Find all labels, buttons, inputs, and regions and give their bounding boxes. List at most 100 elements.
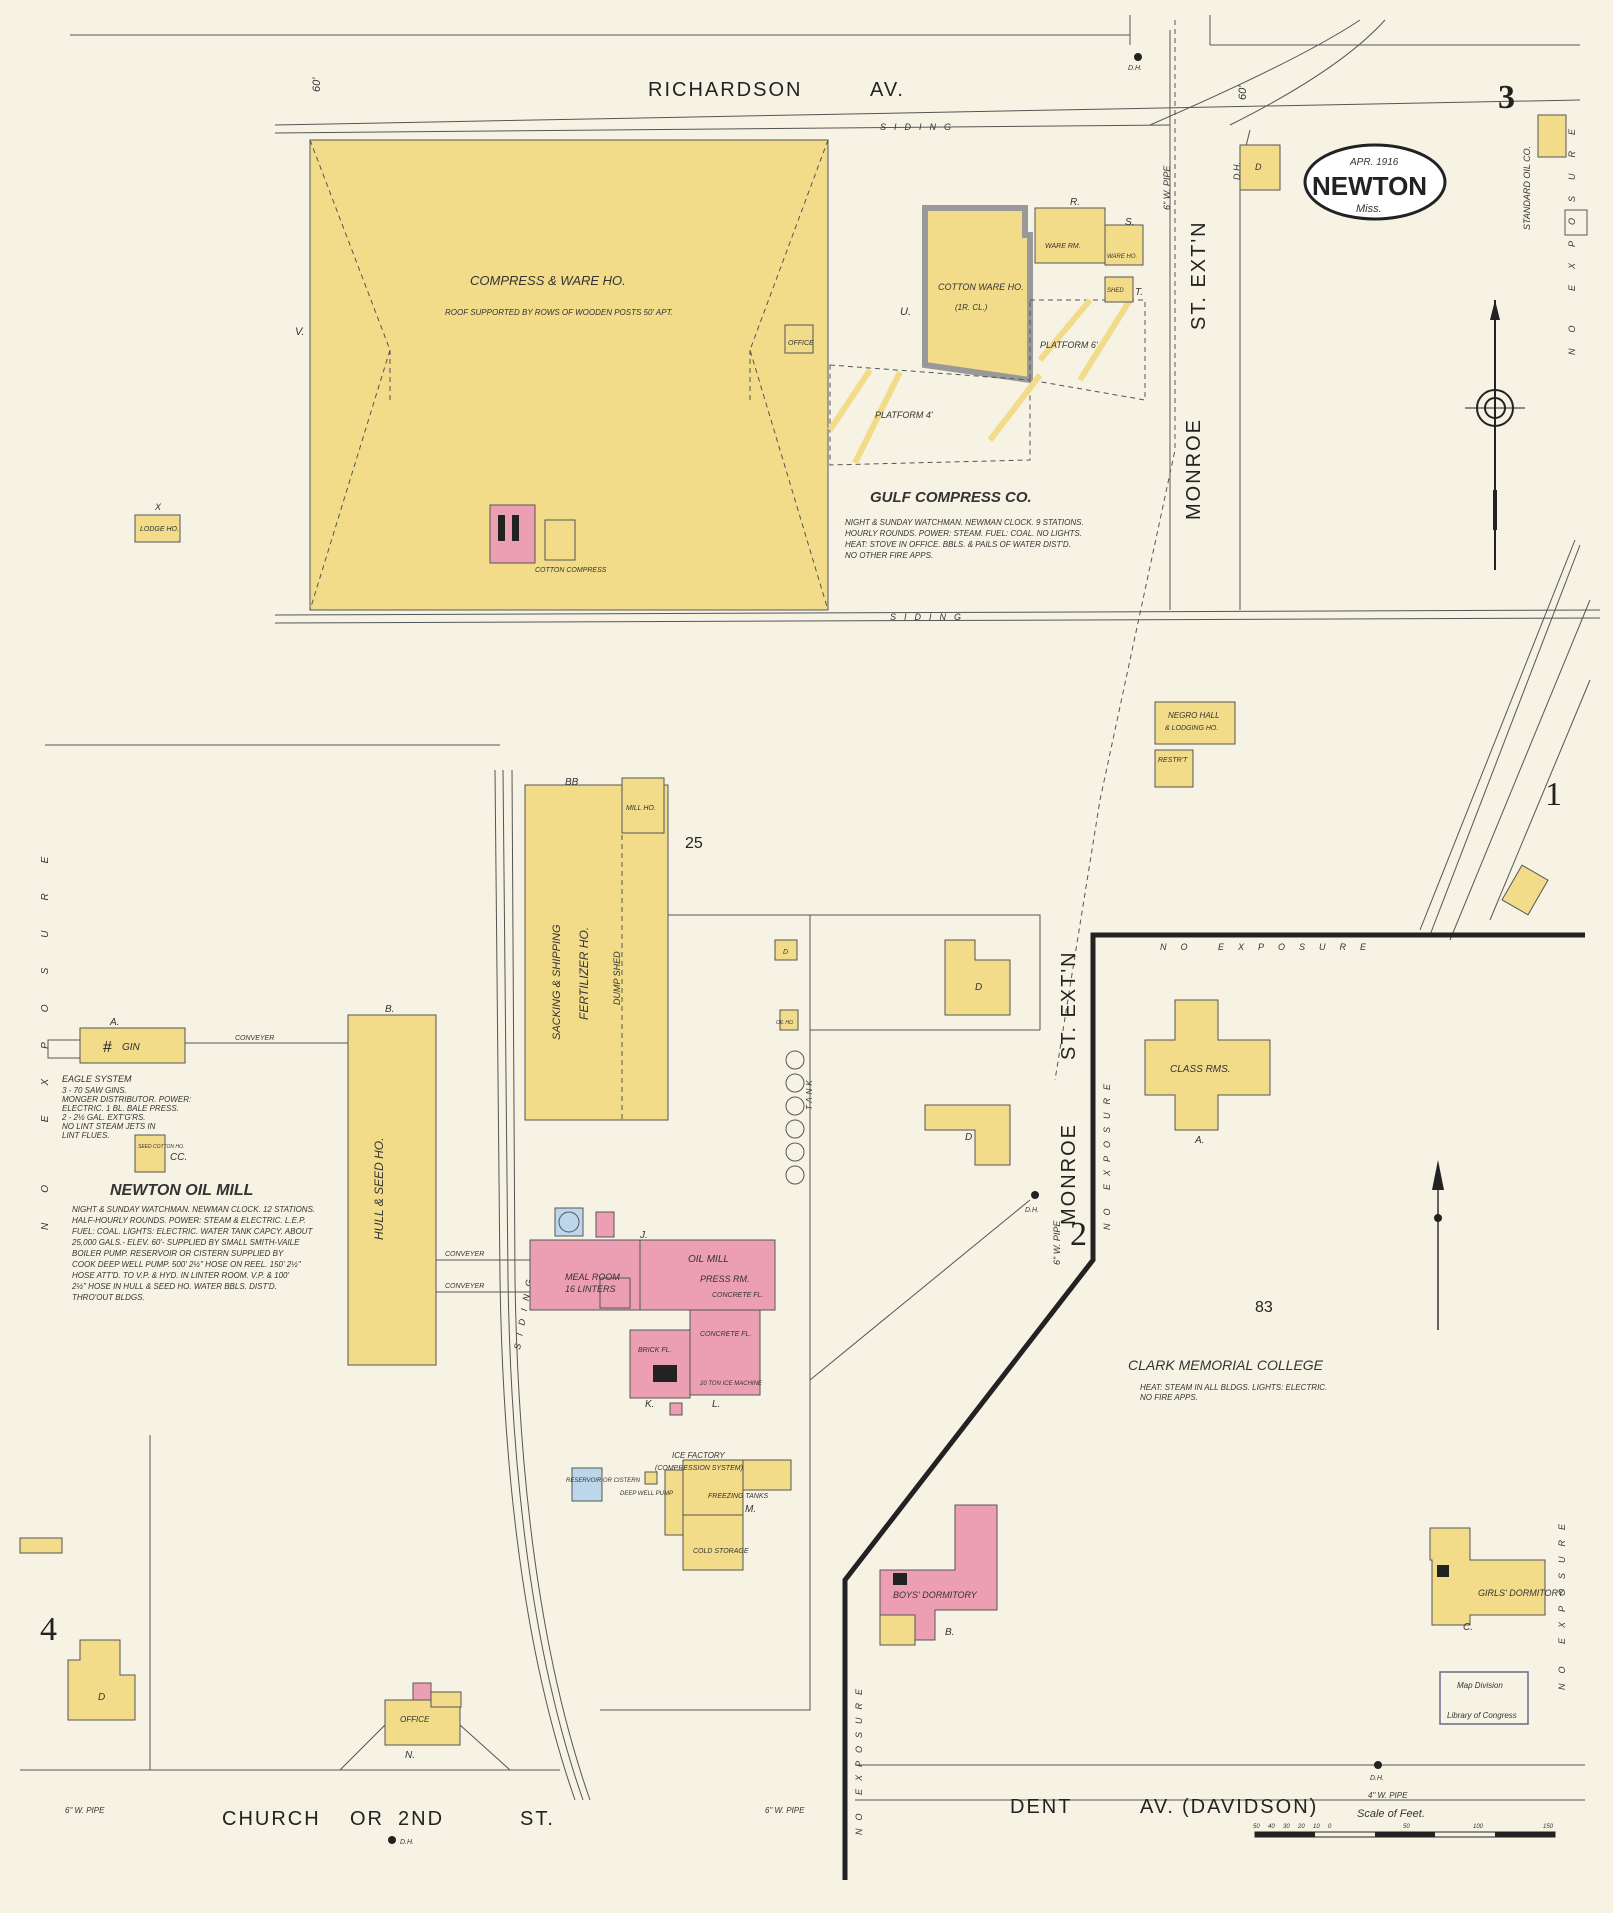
class-rms-label: CLASS RMS. bbox=[1170, 1064, 1231, 1075]
street-dent-davidson: (DAVIDSON) bbox=[1182, 1796, 1318, 1818]
adjoining-page-4: 4 bbox=[40, 1611, 57, 1648]
hydrant-marker bbox=[1374, 1761, 1382, 1769]
platform-4 bbox=[829, 364, 1031, 466]
block-number-25: 25 bbox=[685, 835, 703, 852]
clark-notes-line: HEAT: STEAM IN ALL BLDGS. LIGHTS: ELECTR… bbox=[1140, 1383, 1327, 1392]
oil-house bbox=[779, 1009, 799, 1031]
siding-label: SIDING bbox=[890, 612, 969, 622]
title-oval bbox=[1303, 143, 1447, 221]
mark-u: U. bbox=[900, 306, 911, 318]
restaurant bbox=[1154, 749, 1194, 788]
fertilizer-house bbox=[524, 784, 669, 1121]
dwelling-mark: D bbox=[1255, 162, 1262, 172]
street-monroe-south-ext: ST. EXT'N bbox=[1058, 950, 1080, 1060]
svg-text:NIGHT & SUNDAY WATCHMAN. NEWMA: NIGHT & SUNDAY WATCHMAN. NEWMAN CLOCK. 9… bbox=[845, 518, 1084, 527]
water-tank bbox=[554, 1207, 584, 1237]
concrete-fl-label: CONCRETE FL. bbox=[712, 1292, 763, 1299]
siding-track bbox=[274, 124, 1171, 134]
platform-4-label: PLATFORM 4' bbox=[875, 410, 933, 420]
lodging-label: & LODGING HO. bbox=[1165, 725, 1218, 732]
pipe-label: 6" W. PIPE bbox=[765, 1806, 805, 1815]
office-label: OFFICE bbox=[788, 340, 814, 347]
eagle-label: EAGLE SYSTEM bbox=[62, 1074, 132, 1084]
hydrant-marker bbox=[1031, 1191, 1039, 1199]
dwelling-mark: D bbox=[98, 1692, 105, 1703]
svg-text:HOSE ATT'D. TO V.P. & HYD. IN: HOSE ATT'D. TO V.P. & HYD. IN LINTER ROO… bbox=[72, 1271, 290, 1280]
compression-label: (COMPRESSION SYSTEM) bbox=[655, 1465, 743, 1472]
dwelling-mark: D bbox=[965, 1132, 972, 1143]
negro-hall-label: NEGRO HALL bbox=[1168, 711, 1220, 720]
office-bldg-label: OFFICE bbox=[400, 1715, 430, 1724]
frontage-60: 60' bbox=[1237, 85, 1249, 100]
svg-text:50: 50 bbox=[1403, 1824, 1410, 1830]
adjoining-page-2: 2 bbox=[1070, 1216, 1087, 1253]
lot-lines bbox=[45, 744, 500, 1770]
railroad-tracks bbox=[1419, 539, 1591, 941]
girls-dorm-label: GIRLS' DORMITORY bbox=[1478, 1588, 1565, 1598]
svg-text:BOILER PUMP. RESERVOIR OR CIST: BOILER PUMP. RESERVOIR OR CISTERN SUPPLI… bbox=[72, 1249, 284, 1258]
office-small bbox=[784, 324, 814, 354]
stamp-line-1: Map Division bbox=[1457, 1681, 1503, 1690]
lot-lines bbox=[668, 914, 1041, 1400]
linters-label: 16 LINTERS bbox=[565, 1284, 616, 1294]
svg-text:HEAT: STOVE IN OFFICE. BBLS. &: HEAT: STOVE IN OFFICE. BBLS. & PAILS OF … bbox=[845, 540, 1071, 549]
compress-sub: ROOF SUPPORTED BY ROWS OF WOODEN POSTS 5… bbox=[445, 308, 673, 317]
boys-dormitory bbox=[879, 1504, 998, 1641]
cotton-ware-sub: (1R. CL.) bbox=[955, 303, 988, 312]
compress-ware-house bbox=[309, 139, 829, 611]
svg-text:THRO'OUT BLDGS.: THRO'OUT BLDGS. bbox=[72, 1293, 145, 1302]
sacking-label: SACKING & SHIPPING bbox=[551, 924, 563, 1040]
mark-t: T. bbox=[1135, 287, 1143, 298]
mark-a-college: A. bbox=[1194, 1135, 1204, 1146]
svg-text:30: 30 bbox=[1283, 1824, 1290, 1830]
concrete-engine-room bbox=[689, 1309, 761, 1396]
svg-text:10: 10 bbox=[1313, 1824, 1320, 1830]
svg-text:100: 100 bbox=[1473, 1824, 1484, 1830]
boiler bbox=[1437, 1565, 1449, 1577]
mark-b: B. bbox=[385, 1004, 394, 1015]
dh-label: D.H. bbox=[400, 1839, 414, 1846]
scale-label: Scale of Feet. bbox=[1357, 1808, 1425, 1820]
platform-6-label: PLATFORM 6' bbox=[1040, 340, 1098, 350]
street-church-2nd: 2ND bbox=[398, 1808, 444, 1830]
gin-symbol: # bbox=[103, 1039, 112, 1056]
svg-text:40: 40 bbox=[1268, 1824, 1275, 1830]
standard-oil-label: STANDARD OIL CO. bbox=[1522, 146, 1532, 230]
pump-house bbox=[644, 1471, 658, 1485]
north-arrow-icon bbox=[1432, 1160, 1444, 1330]
cold-storage-label: COLD STORAGE bbox=[693, 1548, 749, 1555]
annex bbox=[599, 1277, 631, 1309]
conveyer-label: CONVEYER bbox=[235, 1035, 274, 1042]
mark-m: M. bbox=[745, 1504, 756, 1515]
cotton-compress-label: COTTON COMPRESS bbox=[535, 567, 607, 574]
svg-text:NO LINT STEAM JETS IN: NO LINT STEAM JETS IN bbox=[62, 1122, 156, 1131]
siding-tracks bbox=[494, 769, 591, 1801]
dwelling-mark: D bbox=[975, 982, 982, 993]
linter-press bbox=[595, 1211, 615, 1238]
lot-lines bbox=[600, 1380, 811, 1711]
negro-hall bbox=[1154, 701, 1236, 745]
svg-text:ELECTRIC. 1 BL. BALE PRESS.: ELECTRIC. 1 BL. BALE PRESS. bbox=[62, 1104, 179, 1113]
oil-mill-title: NEWTON OIL MILL bbox=[110, 1182, 253, 1199]
svg-text:NIGHT & SUNDAY WATCHMAN. NEWMA: NIGHT & SUNDAY WATCHMAN. NEWMAN CLOCK. 1… bbox=[72, 1205, 315, 1214]
lot-lines bbox=[339, 1724, 511, 1771]
scale-bar bbox=[1254, 1831, 1556, 1838]
ice-factory-label: ICE FACTORY bbox=[672, 1451, 725, 1460]
mark-r: R. bbox=[1070, 197, 1080, 208]
siding-track bbox=[274, 99, 1581, 126]
svg-text:20: 20 bbox=[1297, 1824, 1305, 1830]
svg-text:HOURLY ROUNDS. POWER: STEAM. F: HOURLY ROUNDS. POWER: STEAM. FUEL: COAL.… bbox=[845, 529, 1082, 538]
north-compass-icon bbox=[1465, 300, 1525, 570]
svg-text:2½" HOSE IN HULL & SEED HO. WA: 2½" HOSE IN HULL & SEED HO. WATER BBLS. … bbox=[71, 1282, 277, 1291]
boiler bbox=[498, 515, 505, 541]
siding-track bbox=[274, 609, 1601, 616]
dh-label: D.H. bbox=[1128, 65, 1142, 72]
mark-k: K. bbox=[645, 1399, 654, 1410]
class-rooms bbox=[1144, 999, 1271, 1131]
svg-text:LINT FLUES.: LINT FLUES. bbox=[62, 1131, 110, 1140]
eagle-notes: 3 - 70 SAW GINS. MONGER DISTRIBUTOR. POW… bbox=[61, 1086, 191, 1140]
clark-college-title: CLARK MEMORIAL COLLEGE bbox=[1128, 1357, 1324, 1373]
engine-room bbox=[664, 1469, 684, 1536]
ice-annex bbox=[742, 1459, 792, 1491]
street-monroe-north-ext: ST. EXT'N bbox=[1188, 220, 1210, 330]
